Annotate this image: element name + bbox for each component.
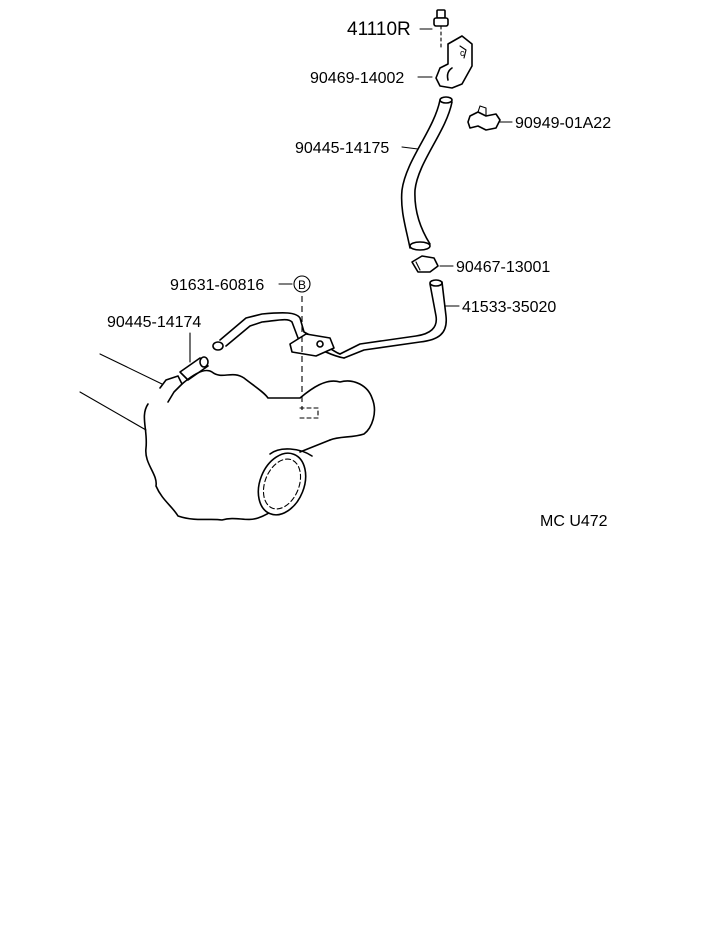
clamp-bracket: c: [435, 35, 473, 89]
pipe-bracket: [289, 296, 335, 410]
label-pipe: 41533-35020: [462, 299, 556, 316]
hose-clip: [467, 105, 501, 131]
label-cap: 41110R: [347, 19, 411, 40]
engine-block: [79, 353, 376, 521]
filler-cap: [433, 9, 449, 49]
lower-clamp: [411, 255, 439, 273]
svg-text:c: c: [460, 48, 465, 58]
upper-hose: [400, 96, 453, 251]
label-hose-lower: 90445-14174: [107, 314, 201, 331]
label-clamp-top: 90469-14002: [310, 70, 404, 87]
leader-hose-upper: [401, 146, 419, 150]
label-clamp-lower: 90467-13001: [456, 259, 550, 276]
lower-hose: [179, 356, 209, 381]
label-hose-upper: 90445-14175: [295, 140, 389, 157]
label-bolt: 91631-60816: [170, 277, 264, 294]
breather-pipe: [212, 279, 447, 359]
label-clip: 90949-01A22: [515, 115, 611, 132]
ref-circle-b: [293, 275, 311, 293]
drawing-code: MC U472: [540, 513, 608, 530]
label-bolt-ref: B: [298, 278, 306, 292]
